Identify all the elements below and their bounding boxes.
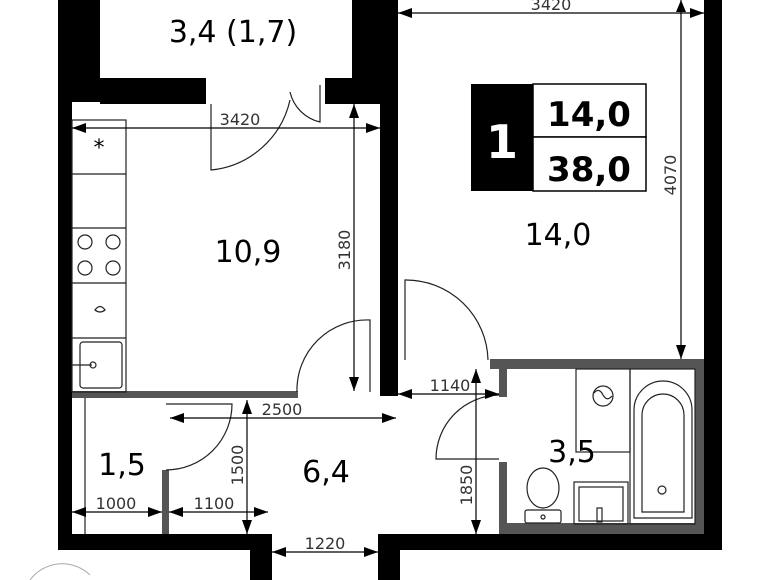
bathtub-icon bbox=[633, 380, 693, 519]
dim-hall-width: 2500 bbox=[262, 400, 303, 419]
bath-door bbox=[435, 394, 500, 460]
room-kitchen-area: 10,9 bbox=[215, 235, 282, 270]
room-balcony-area: 3,4 (1,7) bbox=[169, 15, 297, 50]
total-area-value: 38,0 bbox=[547, 150, 631, 190]
washing-machine-icon bbox=[592, 385, 614, 407]
dim-kitchen-depth: 3180 bbox=[335, 230, 354, 271]
dimension-lines bbox=[72, 0, 704, 557]
kitchen-furniture: * bbox=[71, 119, 127, 393]
stove-icon bbox=[77, 234, 121, 276]
summary-badge: 1 14,0 38,0 bbox=[471, 83, 647, 192]
sink-bath-icon bbox=[573, 481, 629, 525]
room-wardrobe-area: 1,5 bbox=[98, 448, 146, 483]
dishwasher-icon bbox=[94, 305, 106, 313]
dim-hall-segment: 1100 bbox=[194, 494, 235, 513]
dim-bath-depth: 1850 bbox=[457, 465, 476, 506]
bathroom-fixtures bbox=[524, 368, 696, 525]
entrance-marker-icon bbox=[29, 563, 91, 580]
wardrobe-door bbox=[165, 403, 233, 471]
dim-living-depth: 4070 bbox=[661, 155, 680, 196]
toilet-icon bbox=[526, 467, 560, 509]
exterior-walls bbox=[58, 0, 722, 580]
bathtub-frame bbox=[629, 368, 696, 525]
dim-wardrobe-depth: 1500 bbox=[228, 445, 247, 486]
room-living-area: 14,0 bbox=[525, 218, 592, 253]
doors bbox=[165, 85, 500, 471]
dim-bath-door-offset: 1140 bbox=[430, 376, 471, 395]
dim-living-width: 3420 bbox=[531, 0, 572, 14]
fridge-icon: * bbox=[94, 136, 105, 161]
dim-entrance-width: 1220 bbox=[305, 534, 346, 553]
room-hallway-area: 6,4 bbox=[302, 455, 350, 490]
room-bathroom-area: 3,5 bbox=[548, 435, 596, 470]
balcony-door-swing bbox=[289, 85, 321, 123]
kitchen-door-swing bbox=[210, 99, 291, 171]
kitchen-hall-door bbox=[296, 319, 371, 393]
sink-icon bbox=[72, 341, 123, 389]
living-door bbox=[404, 279, 489, 361]
rooms-count: 1 bbox=[486, 115, 518, 169]
dim-kitchen-width: 3420 bbox=[220, 110, 261, 129]
dim-wardrobe-width: 1000 bbox=[96, 494, 137, 513]
partitions bbox=[72, 359, 704, 534]
living-area-value: 14,0 bbox=[547, 95, 631, 135]
